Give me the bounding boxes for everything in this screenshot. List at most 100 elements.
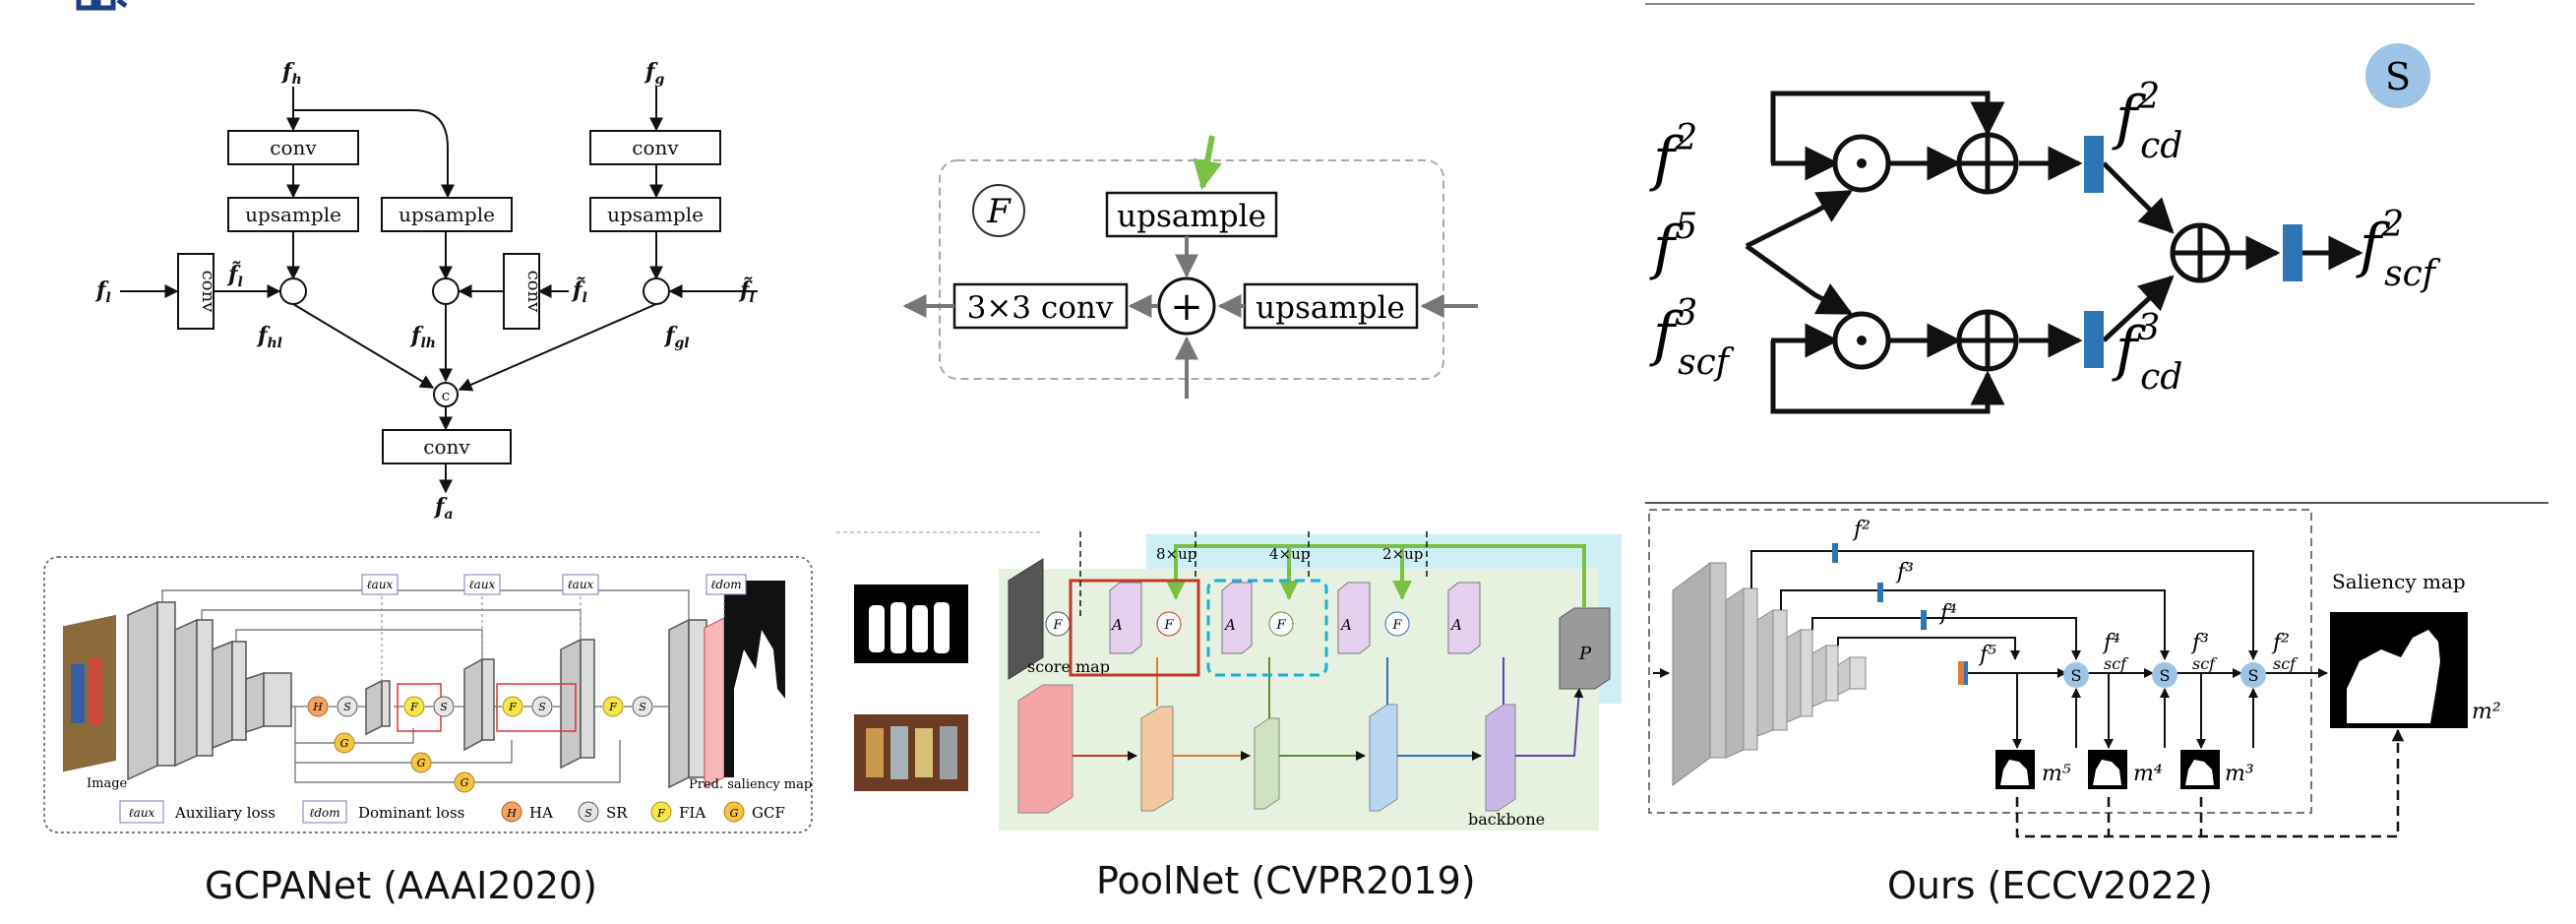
- svg-text:G: G: [417, 757, 426, 770]
- gcp-pred-label: Pred. saliency map: [689, 777, 812, 792]
- ours-arch-frame: [1648, 509, 2312, 814]
- svg-text:scf: scf: [2104, 654, 2129, 673]
- svg-text:A: A: [1110, 616, 1123, 634]
- svg-text:Dominant loss: Dominant loss: [358, 804, 464, 822]
- ours-bottom-diagram: S S S f² f³ f⁴ f⁵ f⁴ scf f³ scf f² scf: [1648, 509, 2501, 838]
- svg-text:HA: HA: [529, 804, 553, 822]
- svg-text:S: S: [2248, 666, 2259, 685]
- poolnet-top-diagram: F upsample + 3×3 conv upsample: [902, 135, 1478, 399]
- ours-m5: m⁵: [2042, 762, 2071, 786]
- svg-text:S: S: [2160, 666, 2171, 685]
- poolnet-bottom-diagram: score map backbone P 8×up 4×up: [854, 531, 1622, 831]
- ours-m2: m²: [2472, 700, 2501, 724]
- gcp-fl-tilde-right-label: f̃l: [738, 277, 755, 306]
- pool-up8-label: 8×up: [1156, 545, 1196, 563]
- gcp-mul-left: [279, 277, 307, 305]
- ours-b-fscf2: f²: [2271, 631, 2290, 655]
- pool-plus-label: +: [1170, 284, 1203, 330]
- pool-score-map-label: score map: [1027, 657, 1110, 676]
- svg-text:ℓdom: ℓdom: [710, 578, 741, 591]
- gcp-upsample-left-label: upsample: [245, 203, 341, 226]
- gcp-conv-bottom: [382, 429, 512, 464]
- gcp-image-label: Image: [87, 776, 128, 791]
- saliency-map-label: Saliency map: [2332, 570, 2466, 593]
- svg-text:GCF: GCF: [752, 804, 785, 822]
- svg-text:F: F: [409, 701, 418, 713]
- svg-text:F: F: [1163, 618, 1174, 633]
- gcp-fl-label: fl: [94, 277, 111, 306]
- pool-upsample-right: [1243, 282, 1419, 330]
- gcpanet-bottom-diagram: Image Pred. saliency map: [43, 556, 813, 833]
- svg-text:scf: scf: [2192, 654, 2218, 673]
- gcp-fhl-label: fhl: [256, 323, 282, 351]
- pool-upsample-top: [1105, 191, 1278, 238]
- svg-text:S: S: [343, 701, 351, 713]
- ours-f5-label: f5: [1649, 207, 1697, 282]
- svg-text:S: S: [2071, 666, 2082, 685]
- ours-b-f3: f³: [1895, 560, 1914, 585]
- s-badge: [2365, 43, 2430, 108]
- gcp-upsample-right-label: upsample: [607, 203, 704, 226]
- svg-text:F: F: [656, 807, 665, 820]
- gcpanet-top-diagram: [120, 87, 758, 494]
- svg-text:SR: SR: [606, 804, 628, 822]
- gcp-conv-vertical-left-label: conv: [198, 271, 218, 314]
- svg-text:A: A: [1339, 616, 1352, 634]
- svg-text:ℓaux: ℓaux: [469, 578, 496, 591]
- gcp-fa-label: fa: [433, 494, 454, 523]
- caption-poolnet: PoolNet (CVPR2019): [1096, 859, 1476, 902]
- s-badge-label: S: [2385, 55, 2411, 98]
- svg-text:S: S: [440, 701, 448, 713]
- gcp-conv-vertical-mid-label: conv: [523, 271, 544, 314]
- gcp-conv-right-label: conv: [632, 136, 679, 159]
- ours-bar-top: [2084, 136, 2104, 193]
- ours-f2-label: f2: [1649, 118, 1697, 194]
- svg-text:G: G: [340, 737, 349, 750]
- pool-plus-circle: [1157, 277, 1216, 336]
- svg-text:Auxiliary loss: Auxiliary loss: [174, 804, 276, 822]
- gcp-legend: ℓaux Auxiliary loss ℓdom Dominant loss H…: [119, 800, 785, 824]
- pool-upsample-right-label: upsample: [1256, 290, 1405, 326]
- logo-fragment: [76, 0, 128, 11]
- ours-b-f4: f⁴: [1938, 601, 1957, 626]
- svg-text:A: A: [1449, 616, 1462, 634]
- gcp-fl-tilde-left-label: f̃l: [226, 262, 243, 290]
- pool-upsample-top-label: upsample: [1117, 199, 1266, 234]
- ours-b-fscf4: f⁴: [2102, 631, 2120, 655]
- svg-text:G: G: [460, 776, 469, 789]
- svg-text:FIA: FIA: [679, 804, 705, 822]
- svg-text:S: S: [639, 701, 646, 713]
- svg-text:F: F: [1275, 618, 1286, 633]
- gcp-upsample-right: [589, 197, 721, 232]
- gcp-conv-vertical-left: [177, 253, 215, 330]
- svg-text:F: F: [1391, 618, 1402, 633]
- pool-conv33-label: 3×3 conv: [967, 290, 1114, 326]
- gcp-fl-tilde-mid-label: f̃l: [571, 277, 587, 306]
- svg-text:F: F: [1052, 618, 1063, 633]
- ours-b-fscf3: f³: [2190, 631, 2209, 655]
- svg-text:A: A: [1223, 616, 1236, 634]
- svg-text:H: H: [506, 807, 517, 820]
- gcp-concat-label: c: [442, 387, 450, 404]
- gcp-conv-left: [227, 130, 359, 165]
- gcp-mul-right: [643, 277, 670, 305]
- gcp-encoder-blocks: [127, 600, 292, 781]
- pool-conv33: [952, 282, 1129, 330]
- gcp-input-image: [63, 614, 116, 772]
- gcp-fh-label: fh: [280, 59, 302, 88]
- ours-top-diagram: S: [1649, 43, 2441, 414]
- gcp-flh-label: flh: [409, 323, 436, 351]
- svg-text:F: F: [508, 701, 517, 713]
- svg-text:H: H: [312, 701, 323, 713]
- ours-b-f2: f²: [1852, 518, 1871, 542]
- gcpanet-top-labels: conv upsample upsample conv upsample con…: [94, 59, 755, 523]
- pool-up4-label: 4×up: [1269, 545, 1310, 563]
- pool-p-label: P: [1578, 644, 1592, 664]
- caption-ours: Ours (ECCV2022): [1887, 864, 2213, 907]
- svg-text:ℓdom: ℓdom: [309, 806, 339, 820]
- svg-text:S: S: [584, 807, 592, 820]
